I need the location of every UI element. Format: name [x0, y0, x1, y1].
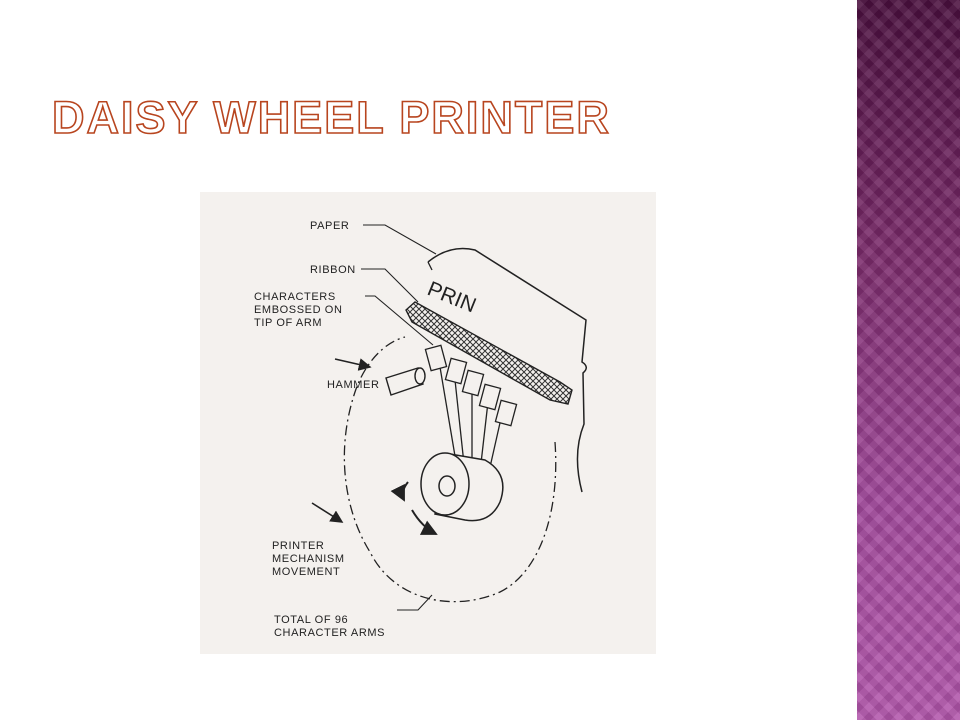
characters-label-line1: CHARACTERS [254, 291, 336, 303]
diagram-svg: PRIN [254, 220, 587, 639]
wheel-outline [343, 336, 557, 603]
characters-label-line2: EMBOSSED ON [254, 304, 343, 316]
characters-label-line3: TIP OF ARM [254, 317, 322, 329]
total-label-line2: CHARACTER ARMS [274, 627, 385, 639]
movement-label-line1: PRINTER [272, 540, 324, 552]
ribbon [405, 301, 573, 405]
wheel-hub [420, 452, 504, 522]
total-label-line1: TOTAL OF 96 [274, 614, 348, 626]
ribbon-label: RIBBON [310, 264, 356, 276]
daisy-wheel-diagram: PRIN [200, 192, 656, 654]
hammer [385, 367, 426, 396]
decorative-sidebar [857, 0, 960, 720]
slide-title: Daisy Wheel Printer [51, 92, 611, 143]
movement-label-line3: MOVEMENT [272, 566, 340, 578]
hammer-label: HAMMER [327, 379, 380, 391]
paper-label: PAPER [310, 220, 349, 232]
paper-sheet [427, 247, 587, 493]
movement-label-line2: MECHANISM [272, 553, 345, 565]
character-arms [424, 344, 518, 477]
